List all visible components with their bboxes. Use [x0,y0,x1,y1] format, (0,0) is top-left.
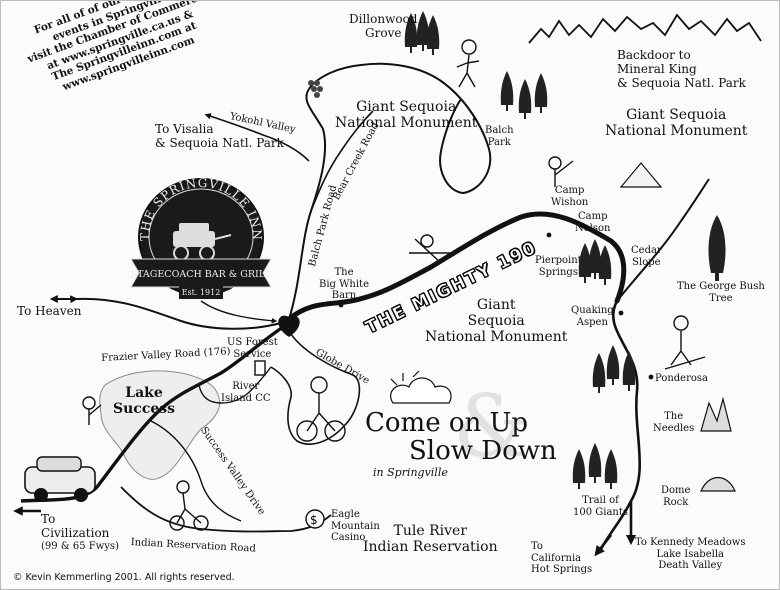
road-hot-springs-arrow [594,534,613,557]
slogan-line-1: Come on Up [365,408,529,438]
tree-george-bush [708,215,726,281]
lake-success-shape [99,370,221,480]
road-south [599,300,642,550]
trees-pierpoint [578,239,612,285]
grapes-icon [308,80,323,98]
road-river-island [198,366,272,404]
car-icon [24,456,96,502]
slogan-ampersand: & [453,377,530,477]
road-indian-reservation [120,486,332,533]
road-globe-drive [270,330,361,445]
skier-figure-icon [664,315,706,370]
road-to-heaven [70,295,282,330]
label-to-heaven: To Heaven [17,304,82,318]
slogan-line-3: in Springville [373,466,448,479]
kayaker-figure-icon [409,234,451,264]
cloud-icon [390,370,452,404]
fisherman-figure-icon [548,156,574,187]
inn-banner [130,258,272,288]
road-balch-park [288,62,492,320]
label-to-visalia: To Visalia& Sequoia Natl. Park [155,122,284,150]
stagecoach-icon [173,223,232,261]
dome-rock-icon [700,476,736,492]
road-yokohl [204,113,310,162]
casino-icon [305,509,325,529]
road-bear-creek [310,110,374,212]
hiker-figure-icon [456,39,480,88]
slogan-line-2: Slow Down [409,436,557,466]
highway-190 [286,211,627,322]
golfer-figure-icon [82,396,102,425]
label-ponderosa: Ponderosa [655,373,708,384]
svg-text:$: $ [310,513,318,527]
trees-trail-of-giants [572,443,618,489]
road-success-valley [150,420,242,522]
forest-service-sign-icon [254,360,266,376]
road-northeast [616,178,710,302]
trees-balch-park [500,71,548,119]
place-dots [338,232,654,380]
mountain-range [528,13,762,44]
needles-rock-icon [700,396,732,432]
cyclist-figure-icon [296,376,346,442]
trees-quaking-aspen [592,345,636,393]
motorcyclist-figure-icon [169,480,209,531]
heart-icon [278,315,300,337]
tent-icon [619,162,663,188]
copyright-notice: © Kevin Kemmerling 2001. All rights rese… [13,572,235,583]
